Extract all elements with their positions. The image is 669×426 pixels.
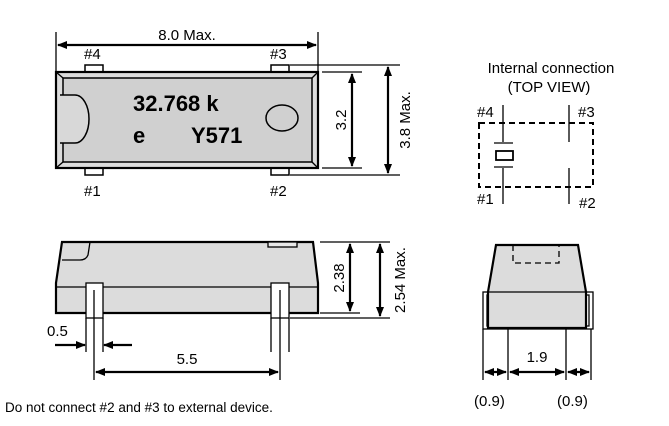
marking-frequency: 32.768 k: [133, 91, 219, 116]
connection-note: Do not connect #2 and #3 to external dev…: [5, 400, 273, 415]
marking-e: e: [133, 123, 145, 148]
ic-pin-1: #1: [477, 191, 494, 208]
overall-height-dimension: 3.8 Max.: [397, 91, 414, 149]
top-view: 32.768 k e Y571 #4 #3 #1 #2 8.0 Max. 3.2…: [54, 27, 414, 200]
internal-connection: Internal connection (TOP VIEW) #4 #3 #1 …: [477, 60, 614, 212]
end-body: [486, 243, 588, 330]
overall-thickness-dimension: 2.54 Max.: [392, 247, 409, 313]
pin-label-1: #1: [84, 183, 101, 200]
body-thickness-dimension: 2.38: [331, 263, 348, 292]
ic-pin-4: #4: [477, 104, 494, 121]
pin-width-dimension: 0.5: [47, 323, 68, 340]
end-width-dimension: 1.9: [527, 349, 548, 366]
pin1-dot: [265, 104, 299, 132]
package-outline-dashed: [478, 122, 594, 188]
internal-connection-subtitle: (TOP VIEW): [508, 79, 591, 96]
pin-label-3: #3: [270, 46, 287, 63]
crystal-symbol: [495, 150, 514, 161]
orientation-notch: [60, 94, 90, 144]
end-right-dimension: (0.9): [557, 393, 588, 410]
marking-code: Y571: [191, 123, 242, 148]
side-body: [54, 240, 320, 315]
end-left-dimension: (0.9): [474, 393, 505, 410]
end-view: 1.9 (0.9) (0.9): [474, 243, 594, 410]
width-dimension: 8.0 Max.: [158, 27, 216, 44]
package-bevel: [62, 77, 313, 163]
body-height-dimension: 3.2: [333, 110, 350, 131]
ic-pin-2: #2: [579, 195, 596, 212]
side-view: 0.5 5.5 2.38 2.54 Max.: [47, 240, 409, 380]
pin-label-2: #2: [270, 183, 287, 200]
ic-pin-3: #3: [578, 104, 595, 121]
pin-label-4: #4: [84, 46, 101, 63]
pin-pitch-dimension: 5.5: [177, 351, 198, 368]
internal-connection-title: Internal connection: [488, 60, 615, 77]
